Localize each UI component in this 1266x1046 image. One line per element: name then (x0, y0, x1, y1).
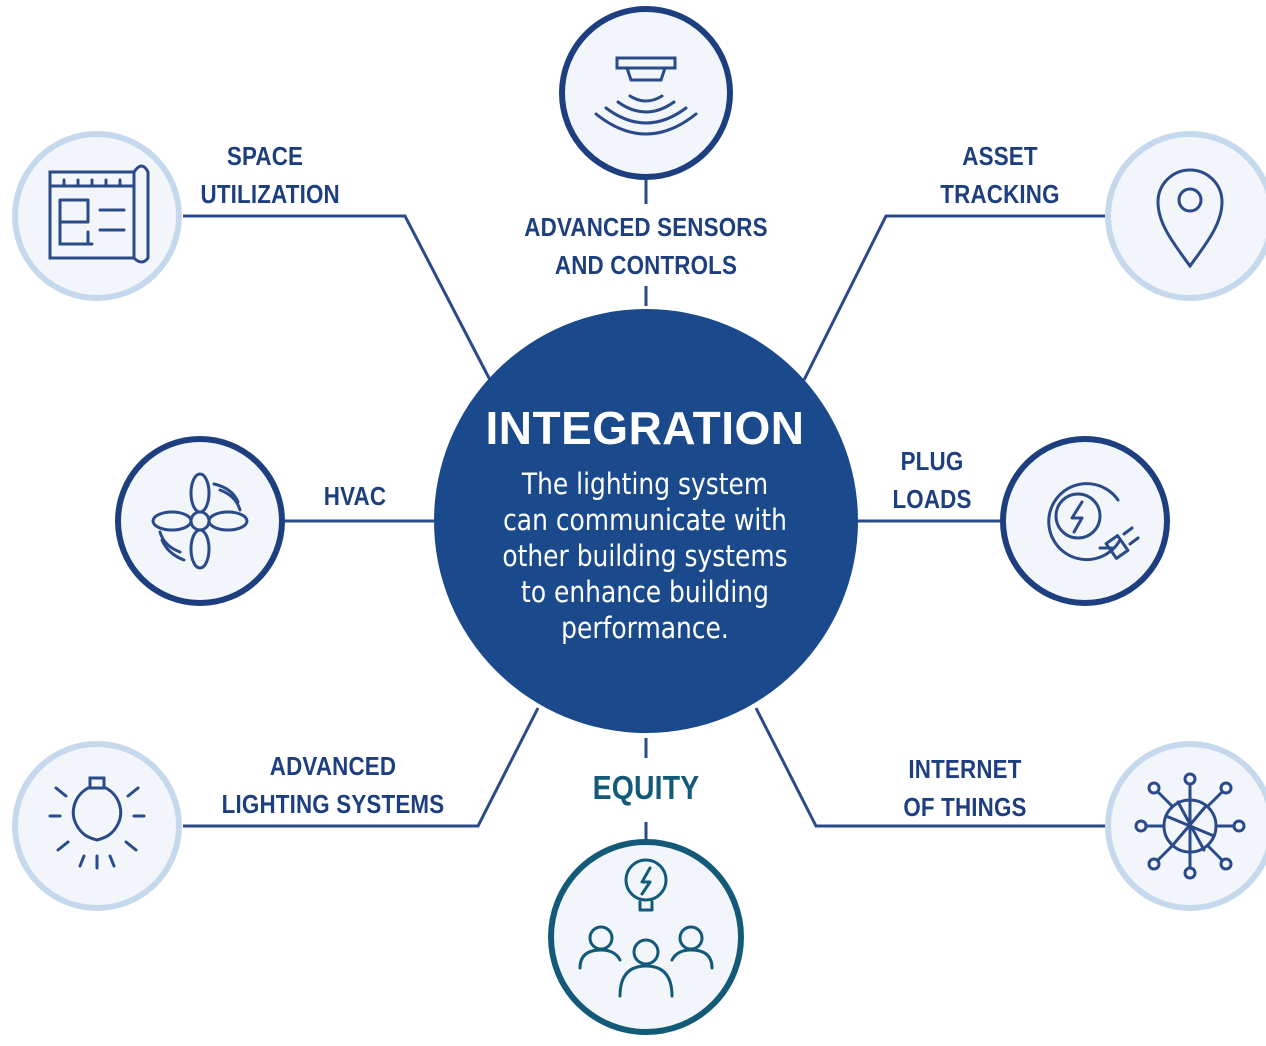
description-line-5: performance. (561, 611, 729, 645)
integration-hub-circle (434, 309, 858, 733)
power-plug-icon (1047, 482, 1140, 562)
hvac-label: HVAC (316, 477, 393, 515)
advanced-sensors-line-2: AND CONTROLS (554, 250, 738, 280)
plug-loads-node (1000, 436, 1170, 606)
integration-description: The lighting system can communicate with… (473, 466, 817, 646)
plug-loads-line-2: LOADS (892, 484, 972, 514)
advanced-lighting-label: ADVANCED LIGHTING SYSTEMS (208, 747, 457, 823)
asset-tracking-node (1105, 131, 1266, 301)
location-pin-icon (1156, 168, 1224, 269)
connector-lines (183, 180, 1108, 840)
internet-of-things-line-1: INTERNET (908, 754, 1022, 784)
connector-advanced-lighting (183, 707, 540, 828)
advanced-lighting-node (12, 741, 182, 911)
light-bulb-icon (48, 776, 146, 870)
sensor-icon (594, 56, 698, 136)
space-utilization-line-1: SPACE (226, 141, 304, 171)
equity-node (548, 839, 744, 1035)
description-line-3: other building systems (502, 539, 788, 573)
hvac-line-1: HVAC (323, 481, 387, 511)
fan-icon (151, 472, 249, 570)
floor-plan-icon (48, 164, 150, 264)
description-line-1: The lighting system (521, 467, 769, 501)
asset-tracking-label: ASSET TRACKING (931, 137, 1069, 213)
connector-space-utilization (183, 214, 492, 381)
hvac-node (115, 436, 285, 606)
space-utilization-label: SPACE UTILIZATION (200, 137, 340, 213)
advanced-lighting-line-1: ADVANCED (269, 751, 397, 781)
plug-loads-line-1: PLUG (900, 446, 964, 476)
internet-of-things-line-2: OF THINGS (903, 792, 1027, 822)
integration-hub-text: INTEGRATION The lighting system can comm… (445, 400, 845, 646)
asset-tracking-line-1: ASSET (962, 141, 1038, 171)
space-utilization-node (12, 131, 182, 301)
network-icon (1134, 772, 1246, 880)
advanced-sensors-label: ADVANCED SENSORS AND CONTROLS (508, 208, 783, 284)
connector-internet-of-things (754, 707, 1108, 828)
space-utilization-line-2: UTILIZATION (200, 179, 340, 209)
connector-asset-tracking (802, 214, 1108, 381)
asset-tracking-line-2: TRACKING (940, 179, 1060, 209)
integration-title: INTEGRATION (485, 402, 805, 454)
advanced-lighting-line-2: LIGHTING SYSTEMS (221, 789, 445, 819)
internet-of-things-node (1105, 741, 1266, 911)
internet-of-things-label: INTERNET OF THINGS (892, 750, 1038, 826)
equity-line-1: EQUITY (592, 769, 700, 806)
advanced-sensors-node (559, 6, 733, 180)
people-idea-icon (578, 858, 714, 998)
plug-loads-label: PLUG LOADS (880, 442, 983, 518)
equity-label: EQUITY (577, 769, 715, 807)
description-line-2: can communicate with (503, 503, 787, 537)
description-line-4: to enhance building (521, 575, 769, 609)
advanced-sensors-line-1: ADVANCED SENSORS (524, 212, 768, 242)
